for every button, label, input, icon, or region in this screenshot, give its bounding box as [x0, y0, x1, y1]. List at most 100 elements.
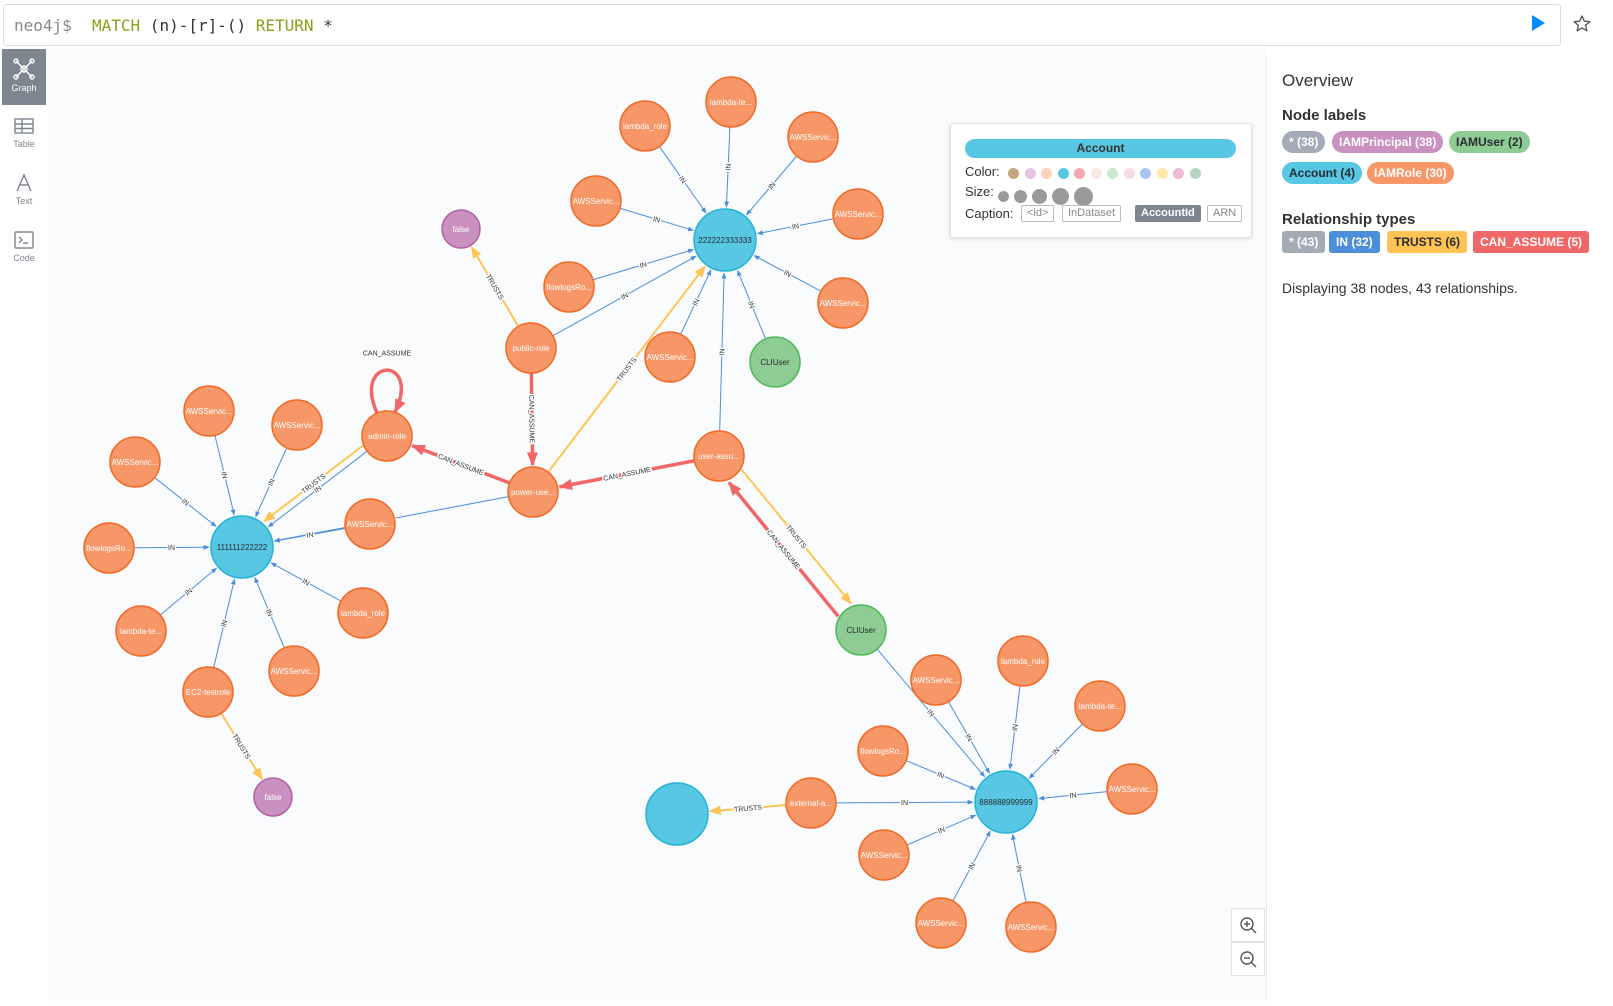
- relationship-trusts[interactable]: TRUSTS: [708, 803, 787, 816]
- relationship-line[interactable]: [756, 218, 834, 235]
- size-option[interactable]: [1052, 187, 1069, 205]
- graph-node-iamrole[interactable]: user-assu...: [693, 430, 745, 482]
- node-circle[interactable]: [344, 498, 396, 550]
- relationship-in[interactable]: IN: [154, 477, 217, 527]
- graph-node-iamrole[interactable]: AWSServic...: [183, 385, 235, 437]
- relationship-in[interactable]: IN: [737, 269, 766, 340]
- relationship-line[interactable]: [658, 146, 707, 214]
- graph-node-iamrole[interactable]: flowlogsRo...: [857, 725, 909, 777]
- node-circle[interactable]: [644, 331, 696, 383]
- node-label-badge[interactable]: * (38): [1282, 131, 1326, 153]
- graph-node-iamrole[interactable]: AWSServic...: [1005, 901, 1057, 953]
- graph-node-iamrole[interactable]: AWSServic...: [271, 399, 323, 451]
- relationship-line[interactable]: [737, 269, 766, 340]
- relationship-line[interactable]: [270, 562, 342, 602]
- graph-node-iamrole[interactable]: flowlogsRo...: [543, 261, 595, 313]
- relationship-line[interactable]: [410, 444, 511, 485]
- caption-option[interactable]: ARN: [1207, 205, 1243, 222]
- node-circle[interactable]: [183, 385, 235, 437]
- relationship-line[interactable]: [708, 804, 787, 816]
- relationship-can-assume[interactable]: CAN_ASSUME: [558, 459, 695, 490]
- node-circle[interactable]: [271, 399, 323, 451]
- node-circle[interactable]: [182, 666, 234, 718]
- relationship-line[interactable]: [1028, 723, 1083, 779]
- node-circle[interactable]: [785, 777, 837, 829]
- sidebar-item-graph[interactable]: Graph: [2, 49, 46, 105]
- relationship-type-badge[interactable]: TRUSTS (6): [1387, 231, 1467, 253]
- node-label-badge[interactable]: IAMRole (30): [1367, 162, 1454, 184]
- color-swatch[interactable]: [1173, 168, 1184, 179]
- caption-option[interactable]: <id>: [1021, 205, 1055, 222]
- relationship-line[interactable]: [753, 255, 822, 292]
- relationship-in[interactable]: IN: [270, 562, 342, 602]
- relationship-line[interactable]: [724, 126, 731, 208]
- node-circle[interactable]: [693, 208, 757, 272]
- relationship-in[interactable]: IN: [214, 435, 236, 516]
- color-swatch[interactable]: [1140, 168, 1151, 179]
- node-circle[interactable]: [619, 100, 671, 152]
- relationship-line[interactable]: [680, 269, 712, 335]
- graph-node-principal[interactable]: false: [253, 777, 293, 817]
- relationship-in[interactable]: IN: [948, 701, 991, 774]
- color-swatch[interactable]: [1123, 168, 1135, 179]
- graph-node-iamrole[interactable]: AWSServic...: [910, 654, 962, 706]
- graph-node-iamuser[interactable]: CLIUser: [749, 336, 801, 388]
- graph-node-iamrole[interactable]: AWSServic...: [268, 645, 320, 697]
- relationship-line[interactable]: [948, 701, 991, 774]
- relationship-in[interactable]: IN: [905, 760, 977, 790]
- relationship-can-assume[interactable]: CAN_ASSUME: [410, 444, 511, 485]
- relationship-trusts[interactable]: TRUSTS: [470, 246, 520, 327]
- favorite-button[interactable]: [1572, 14, 1592, 34]
- node-circle[interactable]: [109, 436, 161, 488]
- relationship-in[interactable]: IN: [273, 527, 346, 543]
- relationship-in[interactable]: IN: [835, 799, 974, 809]
- node-circle[interactable]: [817, 277, 869, 329]
- size-option[interactable]: [1032, 188, 1047, 204]
- node-circle[interactable]: [441, 209, 481, 249]
- caption-option[interactable]: InDataset: [1062, 205, 1122, 222]
- size-option[interactable]: [998, 190, 1009, 202]
- node-circle[interactable]: [210, 515, 274, 579]
- node-circle[interactable]: [543, 261, 595, 313]
- graph-node-iamrole[interactable]: AWSServic...: [570, 175, 622, 227]
- graph-node-iamrole[interactable]: public-role: [505, 322, 557, 374]
- node-label-badge[interactable]: IAMUser (2): [1449, 131, 1530, 153]
- relationship-line[interactable]: [262, 444, 364, 523]
- relationship-in[interactable]: IN: [254, 576, 285, 649]
- node-label-badge[interactable]: Account (4): [1282, 162, 1362, 184]
- relationship-line[interactable]: [214, 435, 236, 516]
- relationship-type-badge[interactable]: IN (32): [1329, 231, 1380, 253]
- node-circle[interactable]: [505, 322, 557, 374]
- graph-node-iamrole[interactable]: AWSServic...: [1106, 763, 1158, 815]
- query-text[interactable]: MATCH (n)-[r]-() RETURN *: [92, 16, 333, 35]
- relationship-line[interactable]: [213, 578, 236, 668]
- relationship-in[interactable]: IN: [213, 578, 236, 668]
- query-editor[interactable]: neo4j$ MATCH (n)-[r]-() RETURN *: [3, 4, 1561, 46]
- relationship-line[interactable]: [876, 648, 986, 778]
- relationship-in[interactable]: IN: [1008, 685, 1021, 770]
- relationship-in[interactable]: IN: [619, 207, 694, 232]
- graph-node-account[interactable]: [645, 782, 709, 846]
- node-circle[interactable]: [915, 897, 967, 949]
- graph-node-principal[interactable]: false: [441, 209, 481, 249]
- relationship-trusts[interactable]: TRUSTS: [262, 444, 364, 523]
- relationship-in[interactable]: IN: [724, 126, 734, 208]
- relationship-in[interactable]: IN: [1038, 791, 1108, 801]
- color-swatch[interactable]: [1189, 168, 1201, 179]
- node-circle[interactable]: [835, 604, 887, 656]
- graph-node-account[interactable]: 222222333333: [693, 208, 757, 272]
- relationship-line[interactable]: [746, 155, 798, 216]
- relationship-in[interactable]: IN: [753, 255, 822, 292]
- graph-node-iamrole[interactable]: lambda_role: [337, 587, 389, 639]
- graph-node-iamrole[interactable]: lambda_role: [997, 635, 1049, 687]
- relationship-line[interactable]: [558, 459, 695, 490]
- relationship-trusts[interactable]: TRUSTS: [220, 712, 263, 781]
- relationship-line[interactable]: [154, 477, 217, 527]
- node-circle[interactable]: [361, 410, 413, 462]
- relationship-line[interactable]: [719, 272, 727, 432]
- color-swatch[interactable]: [1041, 168, 1052, 179]
- relationship-can-assume[interactable]: CAN_ASSUME: [727, 481, 840, 618]
- relationship-can-assume[interactable]: CAN_ASSUME: [361, 349, 413, 414]
- relationship-in[interactable]: IN: [133, 544, 210, 554]
- relationship-in[interactable]: IN: [159, 567, 218, 616]
